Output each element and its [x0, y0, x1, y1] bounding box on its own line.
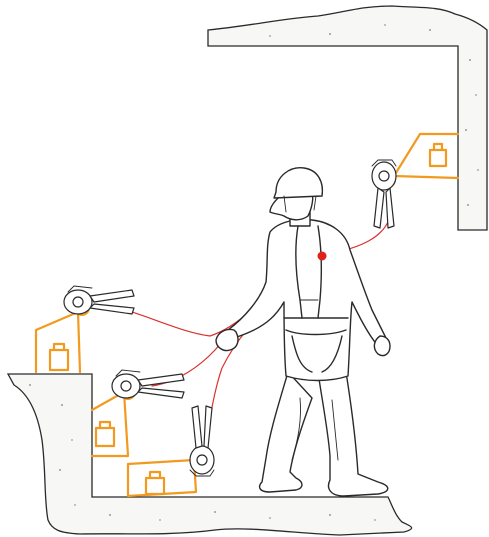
upper-wall-structure — [208, 6, 487, 230]
retractable-hook-icon — [112, 370, 184, 398]
retractable-hook-icon — [64, 286, 134, 314]
helmet-icon — [274, 168, 322, 198]
worker-left-leg — [260, 372, 312, 492]
retractable-hook-icon — [190, 406, 214, 476]
worker-figure — [216, 168, 390, 496]
worker-right-leg — [318, 372, 388, 496]
attachment-dot-icon — [318, 252, 327, 261]
worker-right-hand — [374, 336, 390, 356]
retractable-hook-icon — [372, 160, 396, 228]
